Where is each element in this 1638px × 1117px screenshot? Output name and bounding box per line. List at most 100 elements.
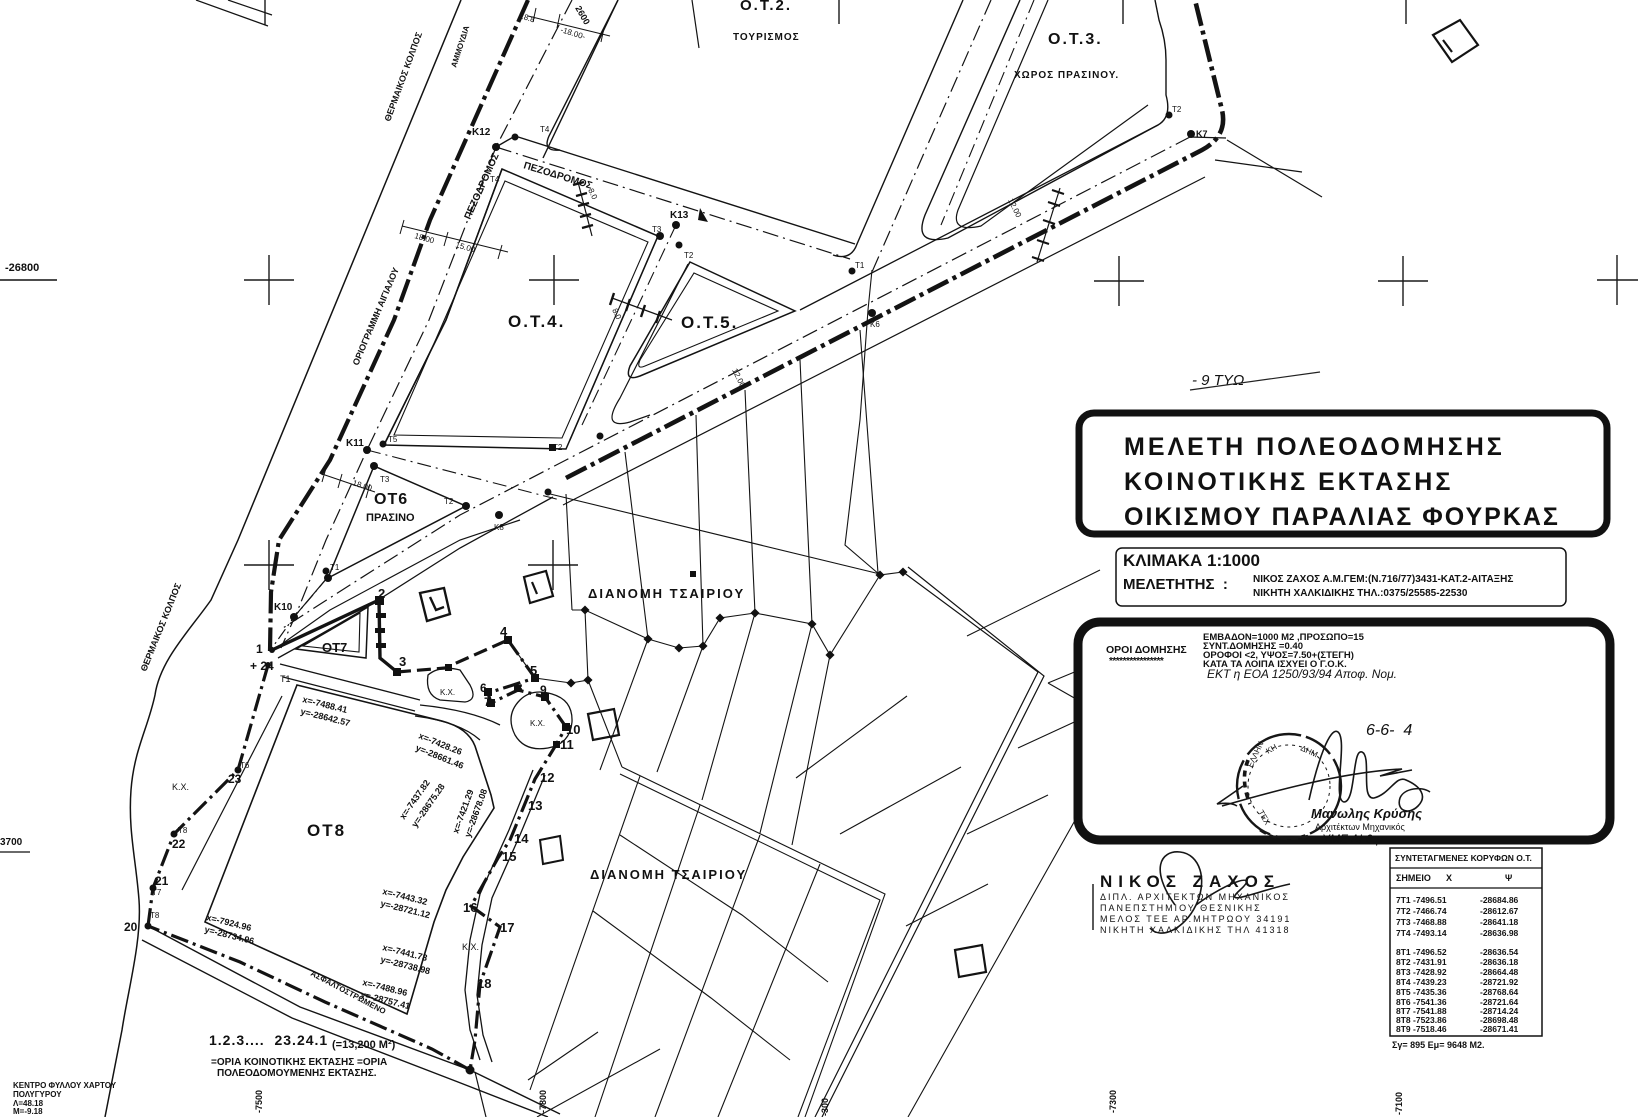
svg-text:ΔΙΑΝΟΜΗ ΤΣΑΙΡΙΟΥ: ΔΙΑΝΟΜΗ ΤΣΑΙΡΙΟΥ: [588, 586, 745, 601]
svg-text:Αρχιτέκτων Μηχανικός: Αρχιτέκτων Μηχανικός: [1315, 822, 1405, 832]
svg-text:-28612.67: -28612.67: [1480, 906, 1519, 916]
svg-text:ΠΟΛΕΟΔΟΜΟΥΜΕΝΗΣ ΕΚΤΑΣΗΣ.: ΠΟΛΕΟΔΟΜΟΥΜΕΝΗΣ ΕΚΤΑΣΗΣ.: [217, 1068, 377, 1079]
svg-text:T7: T7: [152, 888, 162, 897]
svg-text:ΘΕΡΜΑΙΚΟΣ ΚΟΛΠΟΣ: ΘΕΡΜΑΙΚΟΣ ΚΟΛΠΟΣ: [382, 30, 424, 123]
svg-text:2600: 2600: [573, 4, 592, 26]
svg-text:ΣΥΝΤ.ΔΟΜΗΣΗΣ =0.40: ΣΥΝΤ.ΔΟΜΗΣΗΣ =0.40: [1203, 641, 1303, 652]
svg-text:Μανωλης Κρύσης: Μανωλης Κρύσης: [1311, 806, 1422, 821]
svg-text:ΜΕΛΟΣ ΤΕΕ ΑΡ.ΜΗΤΡΩΟΥ 34191: ΜΕΛΟΣ ΤΕΕ ΑΡ.ΜΗΤΡΩΟΥ 34191: [1100, 914, 1291, 924]
svg-text:Χ: Χ: [1446, 873, 1452, 883]
svg-text:Ο.Τ.5.: Ο.Τ.5.: [681, 313, 738, 332]
svg-text:ΜΕΛΕΤΗΤΗΣ :: ΜΕΛΕΤΗΤΗΣ :: [1123, 576, 1228, 593]
svg-text:T8: T8: [178, 826, 188, 835]
svg-text:-28768.64: -28768.64: [1480, 987, 1519, 997]
svg-text:6-6- 4: 6-6- 4: [1366, 722, 1412, 739]
svg-text:-28636.18: -28636.18: [1480, 957, 1519, 967]
svg-text:15.00: 15.00: [454, 240, 476, 254]
svg-text:ΚΑΤΑ ΤΑ ΛΟΙΠΑ ΙΣΧΥΕΙ Ο Γ.Ο.Κ.: ΚΑΤΑ ΤΑ ΛΟΙΠΑ ΙΣΧΥΕΙ Ο Γ.Ο.Κ.: [1203, 659, 1347, 670]
svg-text:11: 11: [560, 737, 574, 752]
svg-text:9: 9: [540, 683, 547, 697]
svg-text:-28721.92: -28721.92: [1480, 977, 1519, 987]
svg-text:-26800: -26800: [5, 262, 39, 274]
svg-text:1.2.3.... 23.24.1: 1.2.3.... 23.24.1: [209, 1032, 328, 1048]
svg-text:8: 8: [516, 681, 523, 695]
svg-text:ΟΤ7: ΟΤ7: [322, 640, 347, 655]
svg-text:7Τ3 -7468.88: 7Τ3 -7468.88: [1396, 917, 1447, 927]
svg-text:21: 21: [155, 874, 169, 888]
svg-text:T2: T2: [553, 443, 563, 452]
svg-text:ΔΙΠΛ. ΑΡΧΙΤΕΚΤΩΝ ΜΗΧΑΝΙΚΟΣ: ΔΙΠΛ. ΑΡΧΙΤΕΚΤΩΝ ΜΗΧΑΝΙΚΟΣ: [1100, 892, 1290, 902]
svg-text:ΟΙΚΙΣΜΟΥ ΠΑΡΑΛΙΑΣ ΦΟΥΡΚΑΣ: ΟΙΚΙΣΜΟΥ ΠΑΡΑΛΙΑΣ ΦΟΥΡΚΑΣ: [1124, 503, 1560, 531]
svg-text:14: 14: [514, 831, 529, 846]
svg-text:-28698.48: -28698.48: [1480, 1015, 1519, 1025]
svg-text:ΣΗΜΕΙΟ: ΣΗΜΕΙΟ: [1396, 873, 1431, 883]
svg-text:8Τ2 -7431.91: 8Τ2 -7431.91: [1396, 957, 1447, 967]
svg-text:16: 16: [463, 900, 477, 915]
svg-text:4: 4: [500, 624, 508, 639]
svg-text:T8: T8: [150, 911, 160, 920]
svg-text:ΚΟΙΝΟΤΙΚΗΣ ΕΚΤΑΣΗΣ: ΚΟΙΝΟΤΙΚΗΣ ΕΚΤΑΣΗΣ: [1124, 468, 1453, 496]
svg-text:ΟΤ8: ΟΤ8: [307, 821, 346, 840]
svg-text:-28721.64: -28721.64: [1480, 997, 1519, 1007]
svg-text:12.00: 12.00: [730, 367, 747, 389]
svg-text:ΠΟΛΥΓΥΡΟΥ: ΠΟΛΥΓΥΡΟΥ: [13, 1090, 62, 1099]
svg-text:ΠΡΑΣΙΝΟ: ΠΡΑΣΙΝΟ: [366, 512, 415, 524]
svg-text:T3: T3: [652, 225, 662, 234]
svg-text:10: 10: [566, 722, 580, 737]
svg-text:7: 7: [484, 695, 491, 709]
svg-text:Ο.Τ.3.: Ο.Τ.3.: [1048, 31, 1103, 48]
svg-text:Λ=48.18: Λ=48.18: [13, 1099, 44, 1108]
svg-text:7Τ1 -7496.51: 7Τ1 -7496.51: [1396, 895, 1447, 905]
svg-text:18: 18: [477, 976, 491, 991]
svg-text:Σγ= 895 Εμ= 9648 Μ2.: Σγ= 895 Εμ= 9648 Μ2.: [1392, 1040, 1484, 1050]
svg-text:ΝΙΚΟΣ ΖΑΧΟΣ Α.Μ.ΓΕΜ:(Ν.716/77): ΝΙΚΟΣ ΖΑΧΟΣ Α.Μ.ΓΕΜ:(Ν.716/77)3431-ΚΑΤ.2…: [1253, 574, 1513, 585]
svg-text:ΘΕΡΜΑΙΚΟΣ ΚΟΛΠΟΣ: ΘΕΡΜΑΙΚΟΣ ΚΟΛΠΟΣ: [139, 581, 184, 673]
svg-text:-7500: -7500: [254, 1090, 264, 1113]
svg-text:ΔΙΑΝΟΜΗ ΤΣΑΙΡΙΟΥ: ΔΙΑΝΟΜΗ ΤΣΑΙΡΙΟΥ: [590, 867, 747, 882]
svg-text:K10: K10: [274, 602, 293, 613]
svg-text:-300: -300: [820, 1098, 830, 1116]
svg-text:-7300: -7300: [1108, 1090, 1118, 1113]
svg-text:T2: T2: [684, 251, 694, 260]
svg-text:K12: K12: [472, 127, 491, 138]
svg-text:12.00: 12.00: [1006, 197, 1023, 219]
svg-text:ΕΜΒΑΔΟΝ=1000 Μ2 ,ΠΡΟΣΩΠΟ=15: ΕΜΒΑΔΟΝ=1000 Μ2 ,ΠΡΟΣΩΠΟ=15: [1203, 632, 1365, 643]
svg-text:ΝΙΚΗΤΗ ΧΑΛΚΙΔΙΚΗΣ ΤΗΛ.:0375/25: ΝΙΚΗΤΗ ΧΑΛΚΙΔΙΚΗΣ ΤΗΛ.:0375/25585-22530: [1253, 588, 1468, 599]
svg-text:2: 2: [378, 586, 385, 601]
svg-text:ΚΛΙΜΑΚΑ 1:1000: ΚΛΙΜΑΚΑ 1:1000: [1123, 551, 1260, 570]
svg-text:K.X.: K.X.: [440, 688, 455, 697]
svg-text:-28671.41: -28671.41: [1480, 1024, 1519, 1034]
svg-text:T5: T5: [388, 435, 398, 444]
svg-text:7Τ4 -7493.14: 7Τ4 -7493.14: [1396, 928, 1447, 938]
svg-text:Ο.Τ.2.: Ο.Τ.2.: [740, 0, 792, 14]
svg-text:6: 6: [480, 681, 487, 695]
svg-text:ΑΜΜΟΥΔΙΑ: ΑΜΜΟΥΔΙΑ: [449, 24, 471, 68]
svg-text:8Τ1 -7496.52: 8Τ1 -7496.52: [1396, 947, 1447, 957]
svg-text:****************: ****************: [1109, 656, 1164, 667]
svg-text:8Τ9 -7518.46: 8Τ9 -7518.46: [1396, 1024, 1447, 1034]
svg-text:ΟΡΟΙ ΔΟΜΗΣΗΣ: ΟΡΟΙ ΔΟΜΗΣΗΣ: [1106, 644, 1187, 656]
svg-text:(=13,200 Μ²): (=13,200 Μ²): [332, 1039, 396, 1051]
svg-text:3: 3: [399, 654, 406, 669]
svg-text:ΕΚΤ η ΕΟΑ 1250/93/94 Αποφ. Νομ: ΕΚΤ η ΕΟΑ 1250/93/94 Αποφ. Νομ.: [1207, 667, 1397, 681]
svg-text:-7800: -7800: [538, 1090, 548, 1113]
svg-text:T2: T2: [444, 497, 454, 506]
svg-text:18.00: 18.00: [351, 478, 373, 493]
svg-text:13: 13: [528, 798, 542, 813]
svg-text:-28636.98: -28636.98: [1480, 928, 1519, 938]
svg-text:T4: T4: [540, 125, 550, 134]
svg-text:-28714.24: -28714.24: [1480, 1006, 1519, 1016]
svg-text:T1: T1: [280, 674, 291, 684]
svg-text:-28641.18: -28641.18: [1480, 917, 1519, 927]
svg-text:K.X.: K.X.: [530, 719, 545, 728]
svg-text:K6: K6: [870, 320, 880, 329]
svg-text:22: 22: [172, 837, 186, 851]
svg-text:Ο.Τ.4.: Ο.Τ.4.: [508, 312, 565, 331]
svg-text:K7: K7: [1196, 129, 1208, 139]
svg-text:Ψ: Ψ: [1505, 873, 1512, 883]
svg-text:ΠΑΝΕΠΣΤΗΜΙΟΥ ΘΕΣΝΙΚΗΣ: ΠΑΝΕΠΣΤΗΜΙΟΥ ΘΕΣΝΙΚΗΣ: [1100, 903, 1262, 913]
svg-text:ΝΙΚΗΤΗ ΧΑΛΚΙΔΙΚΗΣ ΤΗΛ 41318: ΝΙΚΗΤΗ ΧΑΛΚΙΔΙΚΗΣ ΤΗΛ 41318: [1100, 925, 1290, 935]
svg-text:=ΟΡΙΑ ΚΟΙΝΟΤΙΚΗΣ ΕΚΤΑΣΗΣ =ΟΡΙΑ: =ΟΡΙΑ ΚΟΙΝΟΤΙΚΗΣ ΕΚΤΑΣΗΣ =ΟΡΙΑ: [211, 1057, 387, 1068]
svg-text:T6: T6: [240, 761, 250, 770]
svg-text:ΟΡΟΦΟΙ <2, ΥΨΟΣ=7.50+(ΣΤΕΓΗ): ΟΡΟΦΟΙ <2, ΥΨΟΣ=7.50+(ΣΤΕΓΗ): [1203, 650, 1354, 661]
